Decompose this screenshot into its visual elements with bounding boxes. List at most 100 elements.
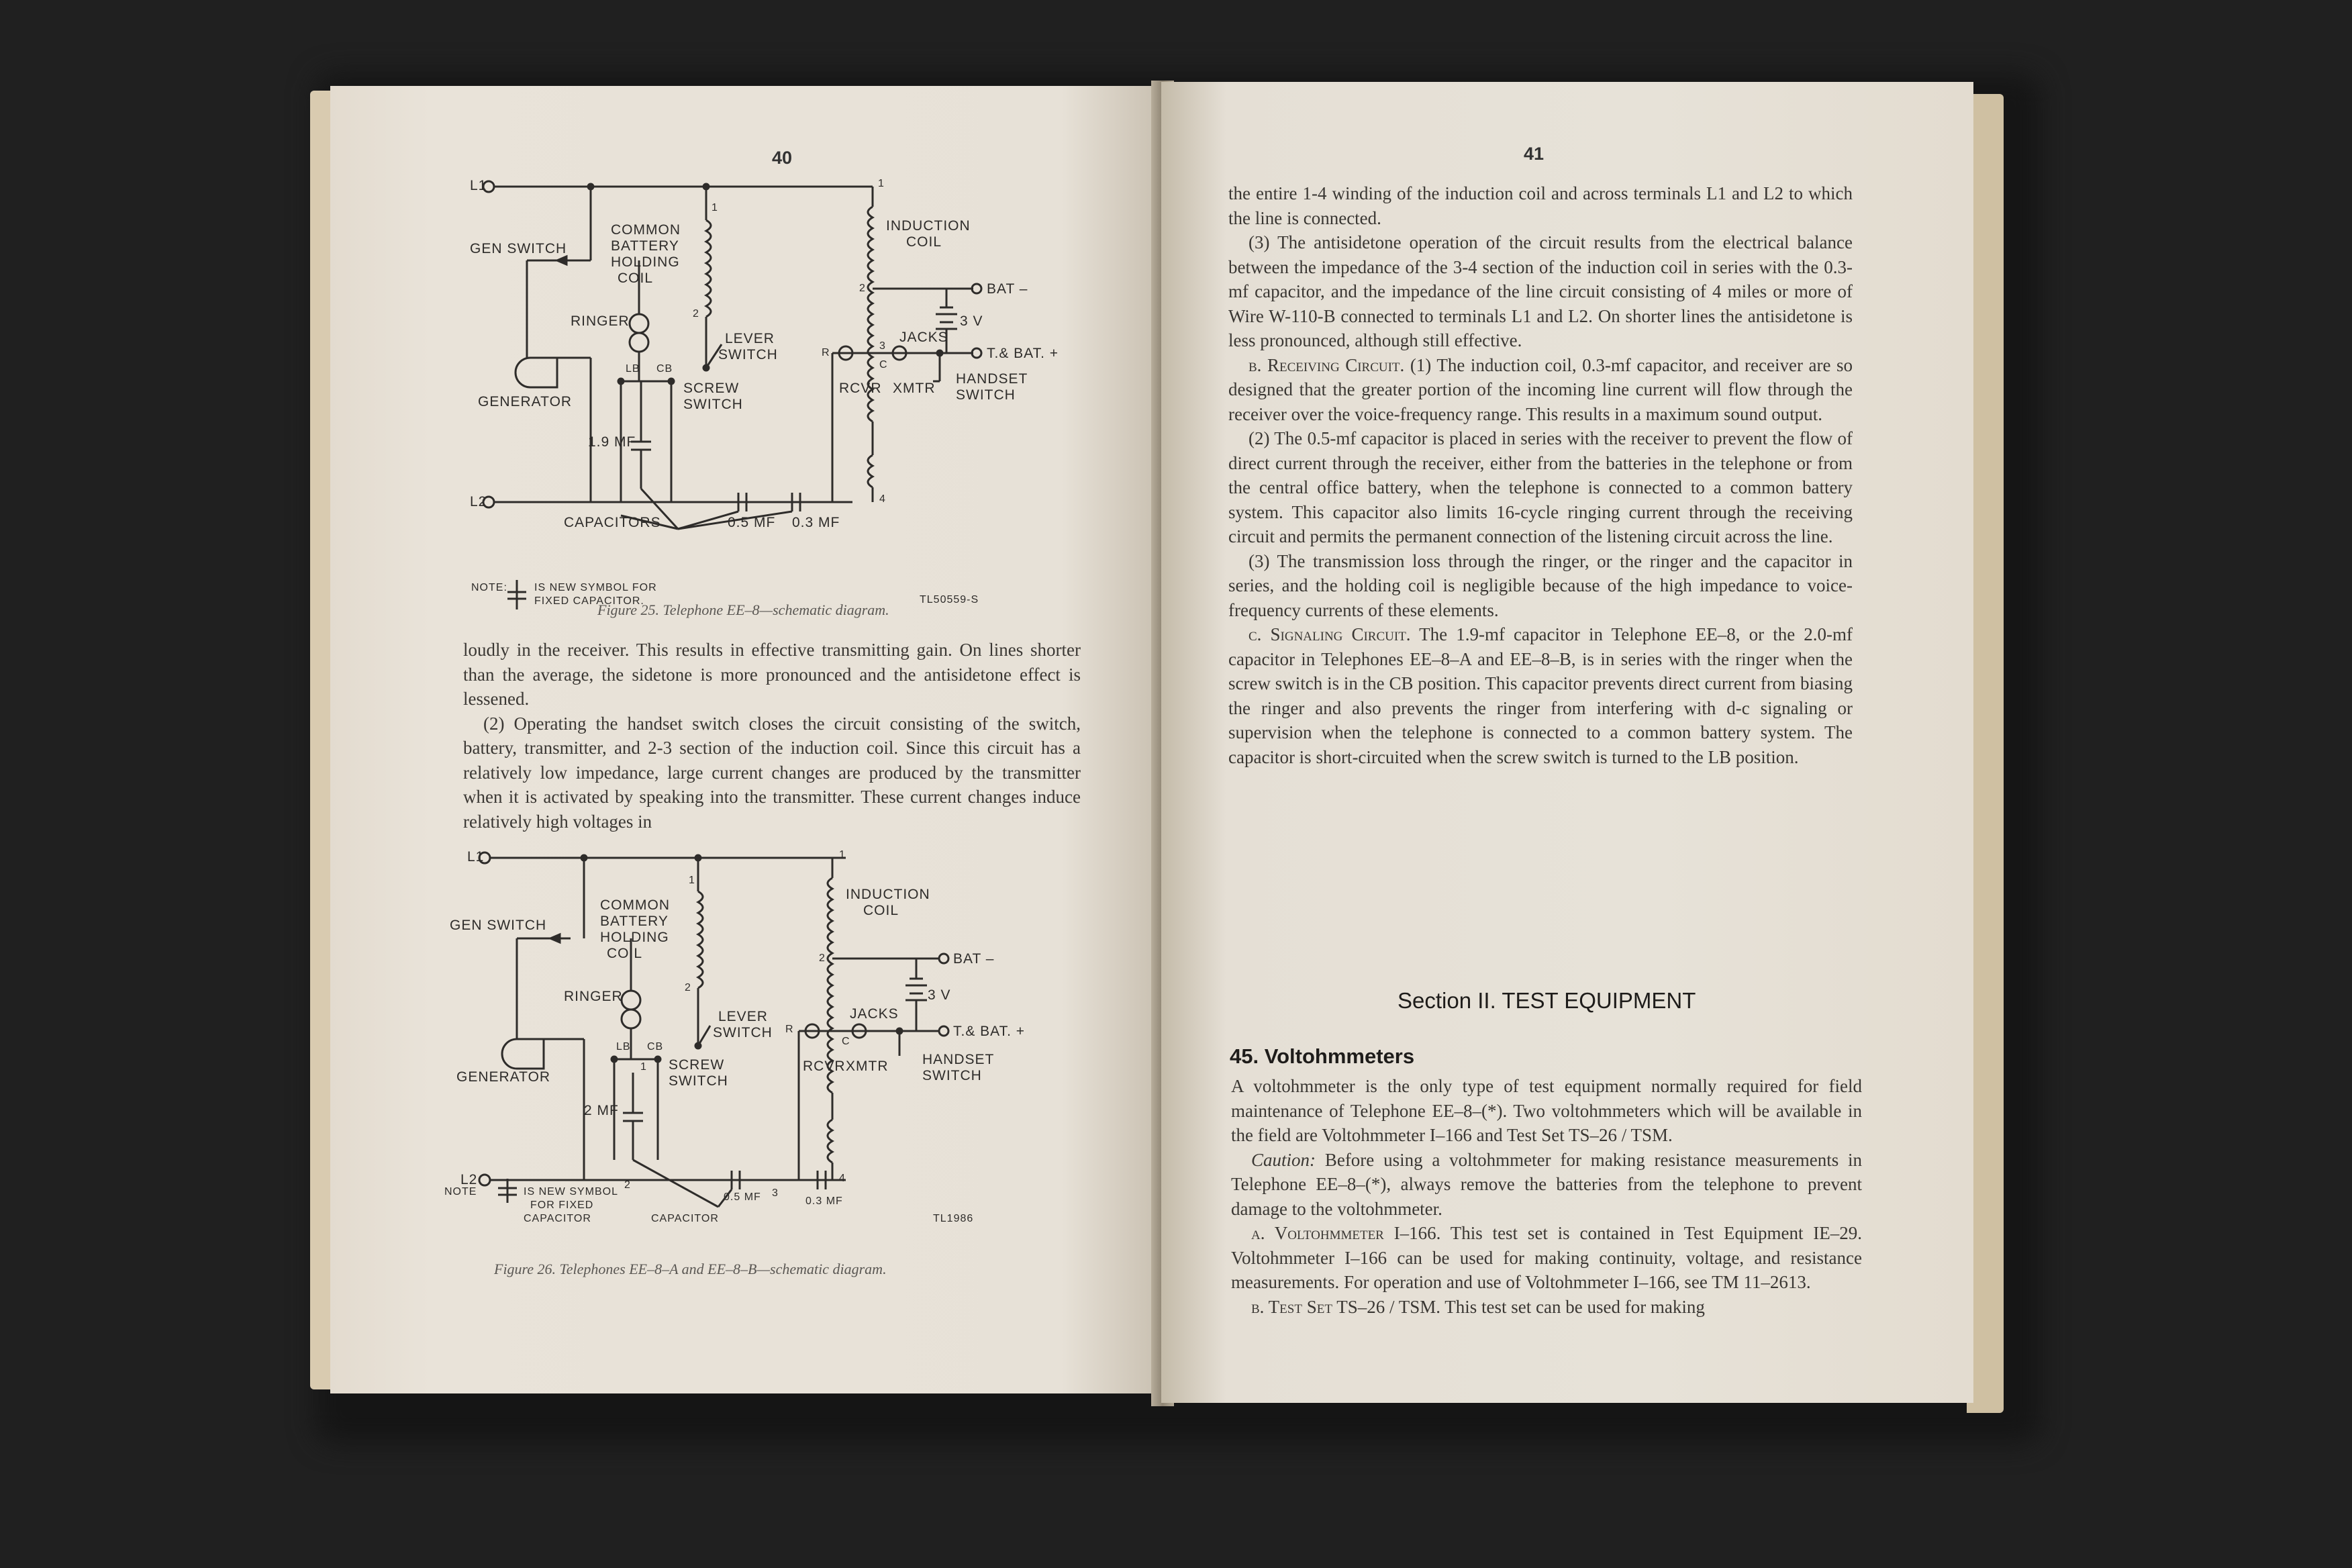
fig26-c-label: C xyxy=(842,1036,850,1047)
fig26-holding-terminal-2: 2 xyxy=(685,982,691,993)
left-body-text: loudly in the receiver. This results in … xyxy=(463,638,1081,834)
fig26-cbhc-label-1: COMMON xyxy=(600,897,670,913)
fig25-l1-label: L1 xyxy=(470,178,487,193)
fig26-cb-label: CB xyxy=(647,1041,664,1052)
test-set-heading: b. Test Set TS–26 / TSM. xyxy=(1251,1296,1440,1317)
fig26-cbhc-label-3: HOLDING xyxy=(600,930,669,945)
fig25-capacitors-label: CAPACITORS xyxy=(564,515,661,530)
voltohmmeter-i166-heading: a. Voltohmmeter I–166. xyxy=(1251,1223,1441,1243)
fig26-l2-label: L2 xyxy=(460,1172,478,1187)
fig25-cb-label: CB xyxy=(656,363,673,375)
right-paragraph-3: (1) The induction coil, 0.3-mf capacitor… xyxy=(1228,354,1853,424)
fig26-bat-label: BAT – xyxy=(953,951,995,967)
left-page: 40 xyxy=(330,86,1161,1393)
fig26-note-label: NOTE xyxy=(444,1186,477,1197)
fig26-2mf-label: 2 MF xyxy=(584,1103,619,1118)
fig25-terminal-3: 3 xyxy=(879,340,886,352)
fig26-screw-label-2: SWITCH xyxy=(669,1073,728,1089)
fig26-r-label: R xyxy=(785,1024,794,1035)
fig26-lb-label: LB xyxy=(616,1041,631,1052)
right-body-text-bottom: A voltohmmeter is the only type of test … xyxy=(1231,1074,1862,1319)
fig26-generator-label: GENERATOR xyxy=(456,1069,551,1085)
fig25-handset-label-1: HANDSET xyxy=(956,371,1028,387)
right-paragraph-1: the entire 1-4 winding of the induction … xyxy=(1228,183,1853,228)
fig25-cbhc-label-4: COIL xyxy=(618,271,654,286)
fig25-screw-label-2: SWITCH xyxy=(683,397,743,412)
fig26-xmtr-label: XMTR xyxy=(846,1059,889,1074)
right-paragraph-4: (2) The 0.5-mf capacitor is placed in se… xyxy=(1228,428,1853,546)
fig26-cbhc-label-2: BATTERY xyxy=(600,914,669,929)
fig25-cbhc-label-1: COMMON xyxy=(611,222,681,238)
fig26-0-3mf-label: 0.3 MF xyxy=(805,1195,843,1207)
fig25-note-text-1: IS NEW SYMBOL FOR xyxy=(534,582,657,593)
fig25-rcvr-label: RCVR xyxy=(839,381,882,396)
right-paragraph-7: A voltohmmeter is the only type of test … xyxy=(1231,1076,1862,1145)
fig25-lb-label: LB xyxy=(626,363,640,375)
figure-25: L1 L2 GEN SWITCH COMMON BATTERY HOLDING … xyxy=(470,178,1094,690)
fig26-switch-terminal-1: 1 xyxy=(640,1061,647,1073)
signaling-circuit-heading: c. Signaling Circuit. xyxy=(1248,624,1411,644)
fig25-induction-label-2: COIL xyxy=(906,234,942,250)
fig26-induction-label-1: INDUCTION xyxy=(846,887,930,902)
fig25-l2-label: L2 xyxy=(470,494,487,509)
fig25-terminal-1: 1 xyxy=(878,178,885,189)
fig26-terminal-2: 2 xyxy=(819,952,826,964)
fig26-handset-label-1: HANDSET xyxy=(922,1052,995,1067)
fig25-note-text-2: FIXED CAPACITOR. xyxy=(534,595,644,607)
fig26-0-5mf-label: 0.5 MF xyxy=(724,1191,761,1203)
fig26-rcvr-label: RCVR xyxy=(803,1059,846,1074)
fig26-lever-label-2: SWITCH xyxy=(713,1025,773,1040)
fig25-handset-label-2: SWITCH xyxy=(956,387,1016,403)
fig25-ringer-label: RINGER xyxy=(571,313,630,329)
right-paragraph-2: (3) The antisidetone operation of the ci… xyxy=(1228,232,1853,350)
fig25-0-5mf-label: 0.5 MF xyxy=(728,515,776,530)
fig25-cbhc-label-3: HOLDING xyxy=(611,254,680,270)
fig26-terminal-4: 4 xyxy=(839,1173,846,1184)
fig25-gen-switch-label: GEN SWITCH xyxy=(470,241,567,256)
fig26-screw-label-1: SCREW xyxy=(669,1057,725,1073)
fig26-tbat-label: T.& BAT. + xyxy=(953,1024,1026,1039)
left-paragraph-2: (2) Operating the handset switch closes … xyxy=(463,713,1081,832)
fig25-holding-terminal-2: 2 xyxy=(693,308,699,320)
fig25-tbat-label: T.& BAT. + xyxy=(987,346,1059,361)
page-number-right: 41 xyxy=(1524,144,1545,164)
figure-25-caption: Figure 25. Telephone EE–8—schematic diag… xyxy=(597,601,889,618)
fig25-bat-label: BAT – xyxy=(987,281,1028,297)
fig25-lever-label-1: LEVER xyxy=(725,331,775,346)
right-paragraph-5: (3) The transmission loss through the ri… xyxy=(1228,550,1853,620)
right-paragraph-10: This test set can be used for making xyxy=(1444,1296,1705,1317)
fig26-holding-terminal-1: 1 xyxy=(689,875,695,886)
fig26-terminal-1: 1 xyxy=(839,849,846,861)
fig26-3v-label: 3 V xyxy=(928,987,951,1003)
fig26-ringer-label: RINGER xyxy=(564,989,623,1004)
figure-25-schematic xyxy=(482,180,983,609)
fig26-lever-label-1: LEVER xyxy=(718,1009,768,1024)
fig25-1-9mf-label: 1.9 MF xyxy=(588,434,636,450)
fig25-cbhc-label-2: BATTERY xyxy=(611,238,679,254)
fig26-note-text-3: CAPACITOR xyxy=(524,1213,591,1224)
fig26-tl-code: TL1986 xyxy=(933,1213,974,1224)
fig26-terminal-3: 3 xyxy=(772,1187,779,1199)
figure-26: L1 L2 GEN SWITCH COMMON BATTERY HOLDING … xyxy=(444,849,1094,1355)
fig25-0-3mf-label: 0.3 MF xyxy=(792,515,840,530)
right-paragraph-6: The 1.9-mf capacitor in Telephone EE–8, … xyxy=(1228,624,1853,767)
fig25-tl-code: TL50559-S xyxy=(920,594,979,605)
figure-26-schematic xyxy=(478,851,950,1208)
fig26-l1-label: L1 xyxy=(467,849,485,865)
fig26-jacks-label: JACKS xyxy=(850,1006,899,1022)
fig25-r-label: R xyxy=(822,347,830,358)
page-number-left: 40 xyxy=(772,148,793,168)
fig26-note-text-1: IS NEW SYMBOL xyxy=(524,1186,619,1197)
fig25-terminal-2: 2 xyxy=(859,283,866,294)
left-paragraph-1: loudly in the receiver. This results in … xyxy=(463,640,1081,709)
section-title: Section II. TEST EQUIPMENT xyxy=(1398,988,1696,1013)
fig26-capacitor-label: CAPACITOR xyxy=(651,1213,719,1224)
right-paragraph-8: Before using a voltohmmeter for making r… xyxy=(1231,1149,1863,1219)
fig25-generator-label: GENERATOR xyxy=(478,394,573,409)
fig25-induction-label-1: INDUCTION xyxy=(886,218,971,234)
fig25-jacks-label: JACKS xyxy=(899,330,948,345)
fig26-note-text-2: FOR FIXED xyxy=(530,1199,594,1211)
fig26-cbhc-label-4: COIL xyxy=(607,946,643,961)
right-page: 41 the entire 1-4 winding of the inducti… xyxy=(1161,82,1973,1403)
fig26-handset-label-2: SWITCH xyxy=(922,1068,982,1083)
